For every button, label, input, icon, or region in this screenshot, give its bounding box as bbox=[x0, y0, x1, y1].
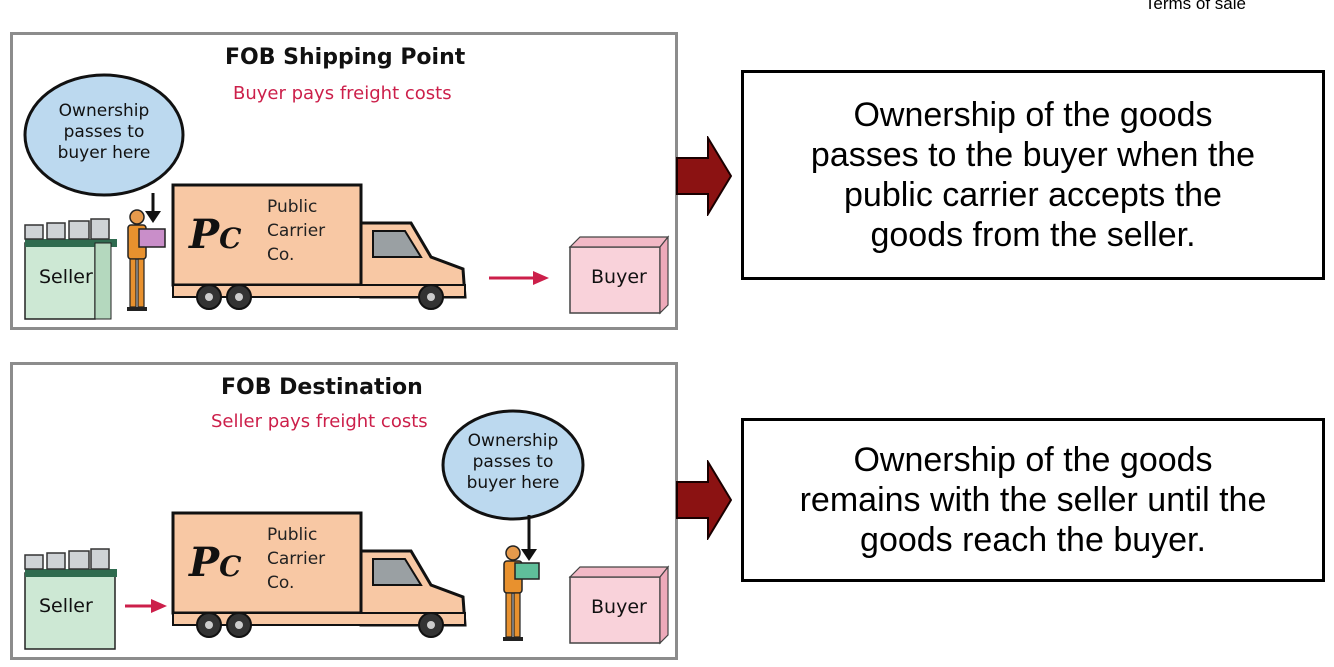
seller-counter bbox=[24, 218, 117, 320]
buyer-box bbox=[568, 565, 670, 645]
truck-company-name: Public Carrier Co. bbox=[267, 525, 326, 593]
package-box bbox=[138, 228, 166, 248]
seller-label: Seller bbox=[39, 595, 93, 617]
panel-subtitle: Seller pays freight costs bbox=[211, 411, 428, 432]
ownership-bubble-text: Ownership passes to buyer here bbox=[466, 431, 560, 493]
shipping-point-illustration bbox=[23, 73, 670, 320]
shipping-point-explanation: Ownership of the goods passes to the buy… bbox=[741, 70, 1325, 280]
fob-shipping-point-panel: FOB Shipping Point Buyer pays freight co… bbox=[10, 32, 678, 330]
truck-company-name: Public Carrier Co. bbox=[267, 197, 326, 265]
ownership-bubble bbox=[441, 409, 585, 521]
big-right-arrow-icon bbox=[676, 460, 732, 540]
worker-figure bbox=[503, 545, 540, 641]
pcc-logo: PC bbox=[189, 211, 242, 258]
panel-title: FOB Destination bbox=[221, 375, 423, 400]
panel-title: FOB Shipping Point bbox=[225, 45, 466, 70]
panel-subtitle: Buyer pays freight costs bbox=[233, 83, 452, 104]
pcc-logo: PC bbox=[189, 539, 242, 586]
carrier-truck bbox=[171, 511, 467, 638]
worker-figure bbox=[127, 209, 166, 311]
carrier-truck bbox=[171, 183, 467, 310]
seller-counter bbox=[24, 548, 117, 650]
destination-explanation: Ownership of the goods remains with the … bbox=[741, 418, 1325, 582]
ownership-bubble bbox=[23, 73, 185, 197]
seller-label: Seller bbox=[39, 266, 93, 288]
page-header-terms-of-sale: Terms of sale bbox=[1144, 0, 1246, 13]
buyer-label: Buyer bbox=[591, 596, 647, 618]
buyer-label: Buyer bbox=[591, 266, 647, 288]
big-right-arrow-icon bbox=[676, 136, 732, 216]
ownership-bubble-text: Ownership passes to buyer here bbox=[57, 101, 151, 163]
package-box bbox=[514, 562, 540, 580]
destination-illustration bbox=[24, 409, 670, 650]
fob-destination-panel: FOB Destination Seller pays freight cost… bbox=[10, 362, 678, 660]
buyer-box bbox=[568, 235, 670, 315]
